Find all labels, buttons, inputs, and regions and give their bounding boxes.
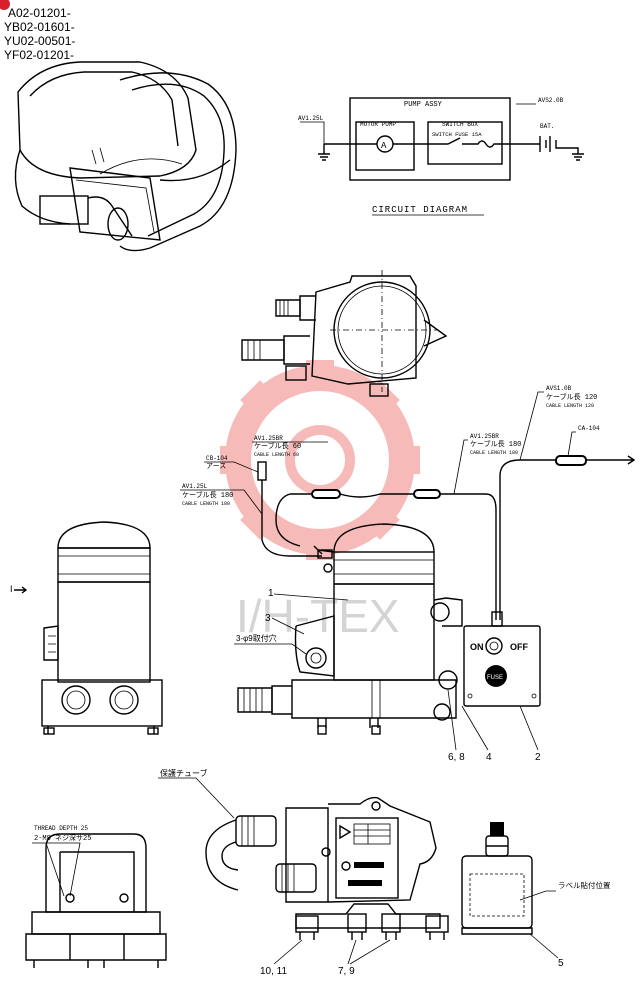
wire-right-label: AVS2.0B: [538, 97, 564, 104]
switch-box: ON OFF FUSE: [463, 611, 541, 707]
toggle-switch: [485, 637, 503, 655]
label-pos-note: ラベル貼付位置: [558, 880, 611, 890]
motor-pump-label: MOTOR PUMP: [360, 121, 396, 128]
cb104-terminal: [257, 461, 267, 481]
watermark-text: I/H-TEX: [236, 590, 400, 642]
switch-box-label: SWITCH BOX: [442, 121, 478, 128]
switch-box-side: ラベル貼付位置: [461, 822, 611, 935]
callout-1: 1: [268, 588, 274, 599]
w4-en: CABLE LENGTH 120: [546, 403, 594, 409]
wire-left-label: AV1.25L: [298, 115, 324, 122]
callout-6-8: 6, 8: [448, 752, 465, 763]
cb104-label: CB-104: [206, 455, 228, 462]
bottom-callouts: 10, 11 7, 9 5: [260, 933, 564, 977]
w3-en: CABLE LENGTH 180: [470, 450, 518, 456]
w2-spec: AV1.25L: [182, 483, 208, 490]
circuit-diagram: PUMP ASSY MOTOR PUMP A SWITCH BOX SWITCH…: [298, 97, 584, 216]
part-code-4: YF02-01201-: [4, 48, 74, 62]
isometric-pump-view: [14, 61, 237, 252]
callouts: 1 3 2 4 6, 8: [265, 588, 541, 763]
battery-label: BAT.: [540, 123, 554, 130]
thread-depth-label: THREAD DEPTH 25: [34, 825, 88, 832]
pump-side-view: 3-φ9取付穴: [234, 523, 463, 735]
callout-4: 4: [486, 752, 492, 763]
wiring: AV1.25BR ケーブル長 60 CABLE LENGTH 60 CB-104…: [180, 385, 636, 620]
part-code-2: YB02-01601-: [4, 20, 75, 34]
w1-spec: AV1.25BR: [254, 435, 283, 442]
part-code-3: YU02-00501-: [4, 34, 75, 48]
circuit-title: CIRCUIT DIAGRAM: [372, 205, 468, 215]
w4-jp: ケーブル長 120: [546, 392, 597, 402]
thread-jp-label: 2-M8 ネジ深サ25: [34, 833, 91, 843]
callout-5: 5: [558, 958, 564, 969]
bottom-side-view: 保護チューブ: [158, 768, 449, 940]
motor-symbol-letter: A: [381, 141, 387, 151]
callout-7-9: 7, 9: [338, 966, 355, 977]
watermark-logo: [220, 360, 420, 560]
switch-fuse-label: SWITCH FUSE 15A: [432, 131, 482, 138]
off-label: OFF: [510, 642, 528, 652]
fuse-holder: [485, 665, 507, 687]
connector-2: [413, 489, 441, 499]
ca104-label: CA-104: [578, 425, 600, 432]
view-arrow-label: I: [10, 584, 13, 594]
corner-mark: [0, 0, 10, 10]
w2-jp: ケーブル長 180: [182, 490, 233, 500]
w1-jp: ケーブル長 60: [254, 441, 301, 451]
w2-en: CABLE LENGTH 180: [182, 501, 230, 507]
part-codes: A02-01201- YB02-01601- YU02-00501- YF02-…: [4, 6, 75, 62]
w4-spec: AVS1.0B: [546, 385, 572, 392]
w1-en: CABLE LENGTH 60: [254, 452, 299, 458]
pump-assy-label: PUMP ASSY: [404, 101, 443, 109]
part-code-1: A02-01201-: [8, 6, 71, 20]
connector-1: [311, 489, 341, 499]
callout-3: 3: [265, 613, 271, 624]
cb104-jp: アース: [206, 462, 226, 471]
fuse-label: FUSE: [487, 675, 503, 681]
w3-jp: ケーブル長 180: [470, 439, 521, 449]
pump-top-view: [241, 270, 448, 397]
w3-spec: AV1.25BR: [470, 433, 499, 440]
ca104-connector: [555, 455, 587, 466]
base-view: THREAD DEPTH 25 2-M8 ネジ深サ25: [25, 825, 167, 968]
callout-2: 2: [535, 752, 541, 763]
tube-label: 保護チューブ: [160, 768, 208, 778]
mount-note: 3-φ9取付穴: [236, 633, 277, 643]
pump-front-view: I: [10, 521, 163, 735]
on-label: ON: [470, 642, 484, 652]
callout-10-11: 10, 11: [260, 966, 287, 977]
